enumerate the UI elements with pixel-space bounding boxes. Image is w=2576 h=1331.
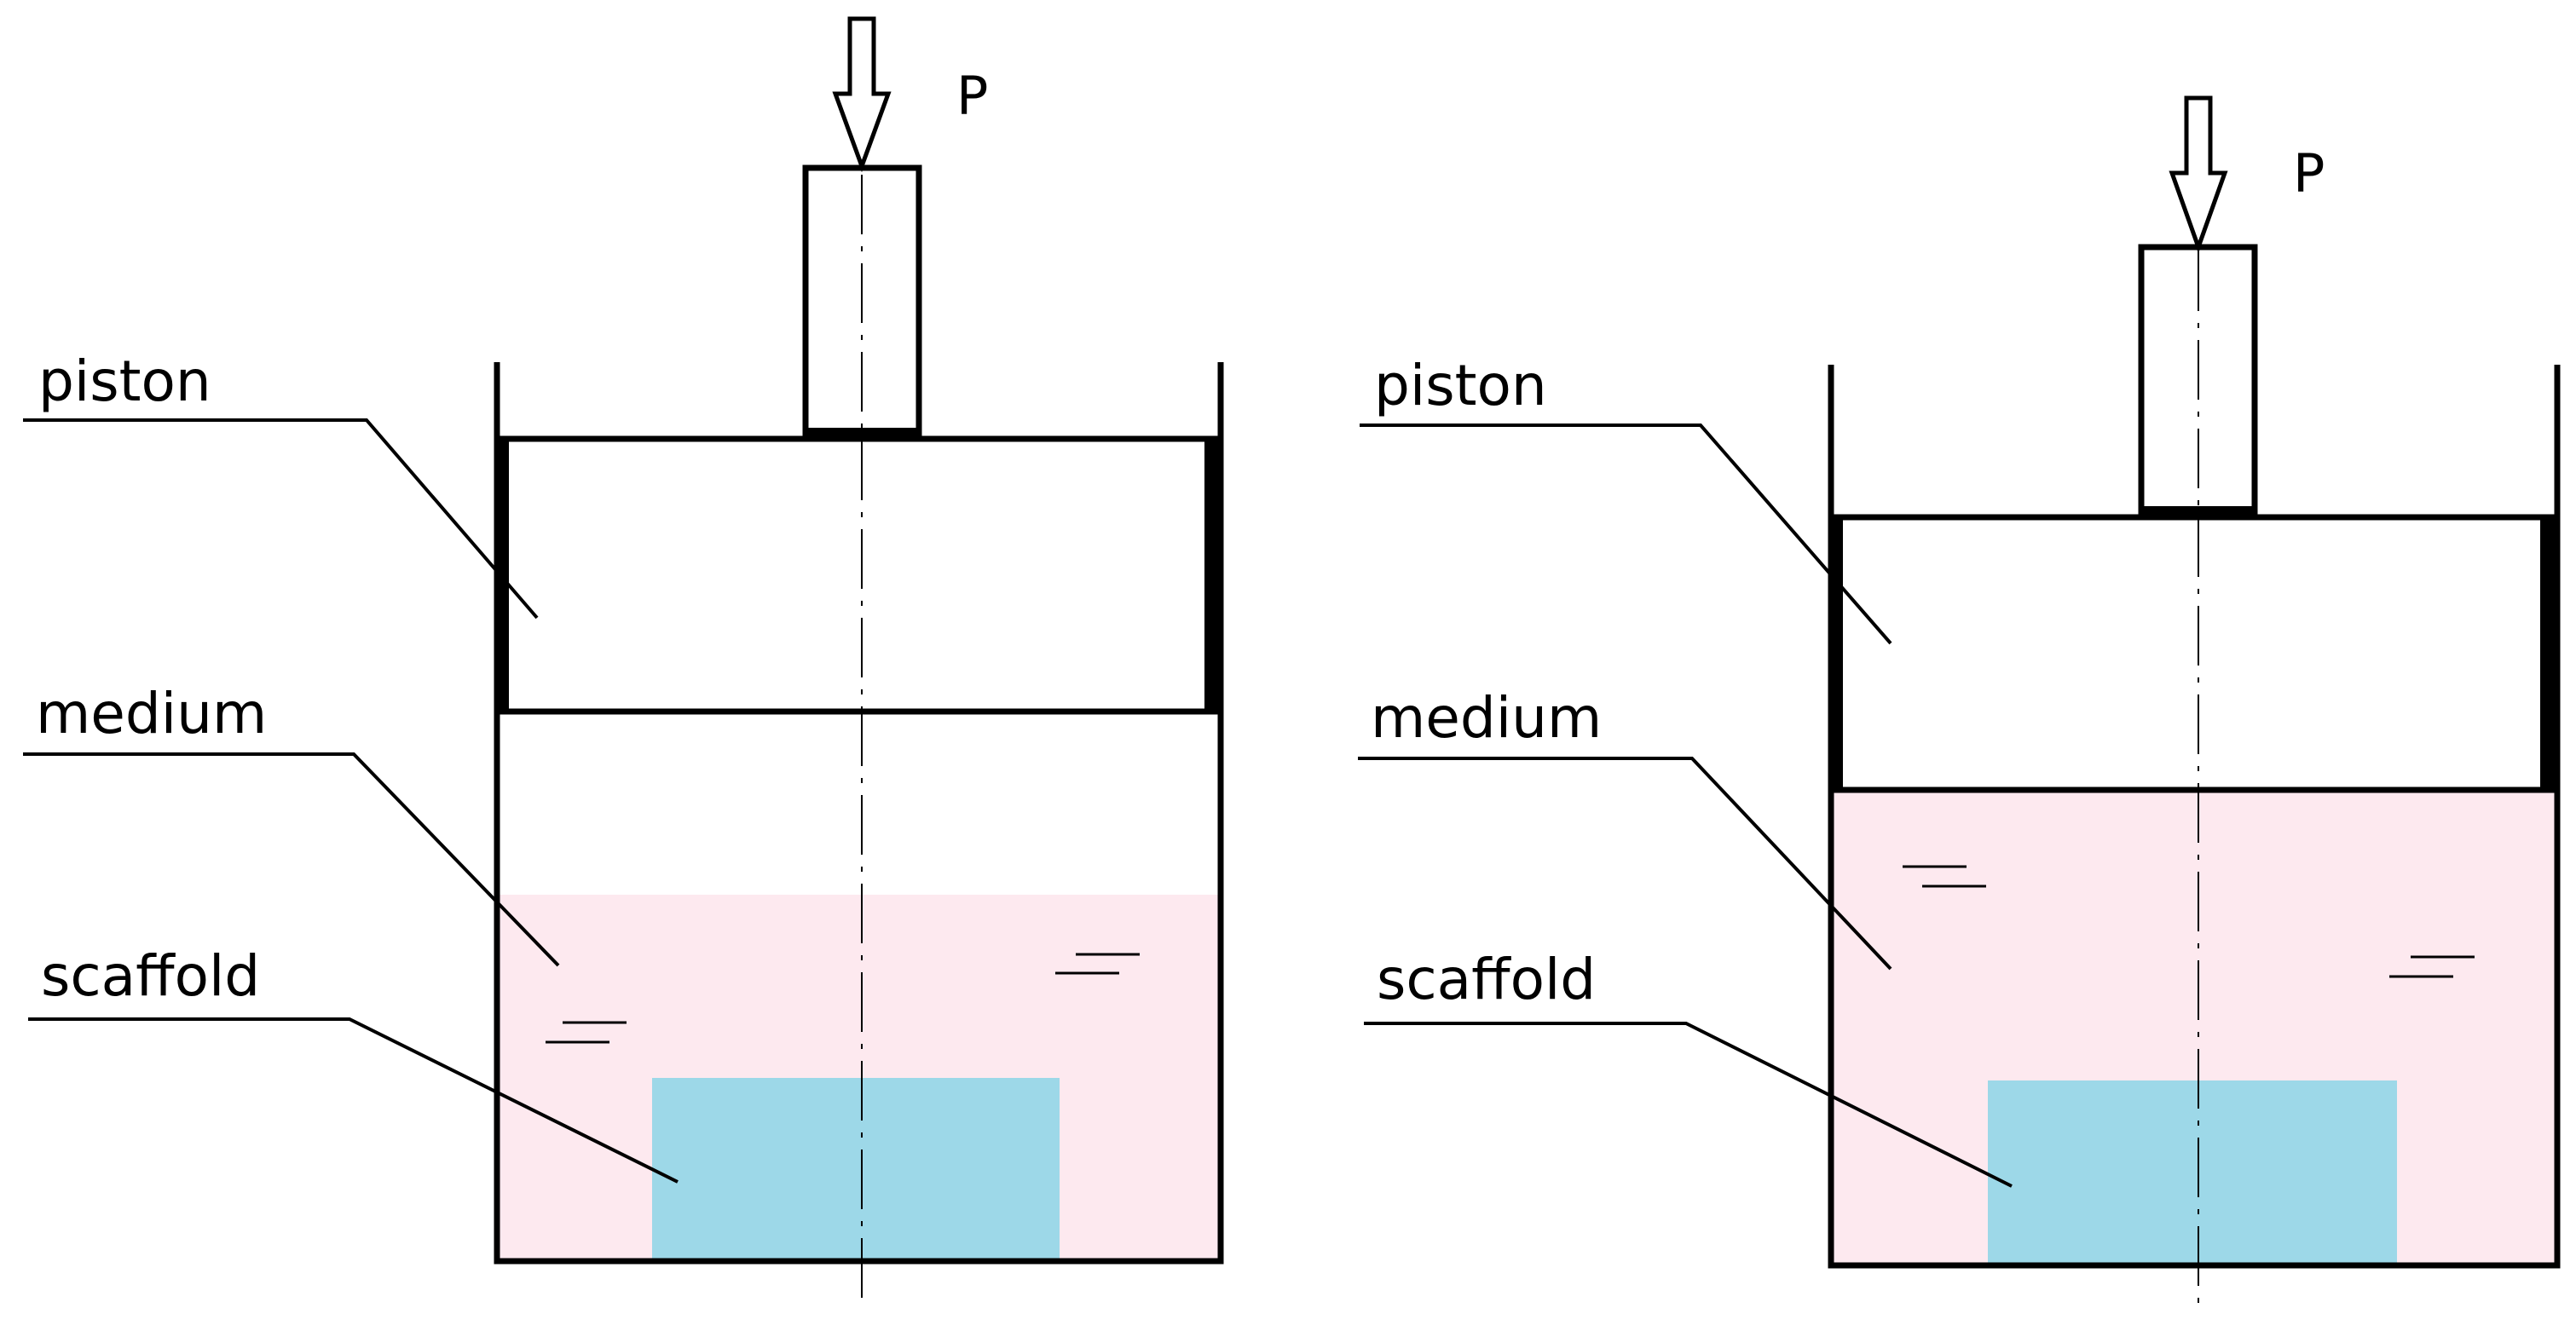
right-panel: P piston medium scaffold [1358, 95, 2561, 1304]
right-container [1828, 365, 2561, 1269]
left-force-label: P [956, 65, 988, 127]
left-scaffold-label: scaffold [41, 943, 260, 1009]
left-container [494, 362, 1224, 1265]
right-medium-leader [1358, 757, 1892, 971]
right-scaffold-label: scaffold [1377, 947, 1596, 1012]
right-scaffold-leader [1364, 1022, 2013, 1188]
left-piston [500, 435, 1219, 715]
right-medium-marks [1903, 865, 2475, 978]
right-force-label: P [2293, 142, 2325, 205]
left-force-arrow [832, 16, 892, 173]
left-medium-marks [546, 953, 1140, 1044]
left-medium-label: medium [36, 681, 267, 746]
right-piston-label: piston [1374, 353, 1547, 418]
right-scaffold [1988, 1080, 2397, 1264]
left-medium-leader [23, 752, 560, 967]
right-force-arrow [2169, 95, 2228, 254]
left-scaffold-leader [28, 1017, 679, 1184]
left-piston-label: piston [38, 349, 211, 414]
right-medium-label: medium [1371, 685, 1602, 751]
left-panel: P piston medium scaffold [23, 16, 1224, 1299]
left-piston-leader [23, 418, 539, 619]
right-piston-leader [1360, 424, 1892, 645]
left-scaffold [652, 1078, 1060, 1259]
right-piston [1834, 514, 2555, 793]
